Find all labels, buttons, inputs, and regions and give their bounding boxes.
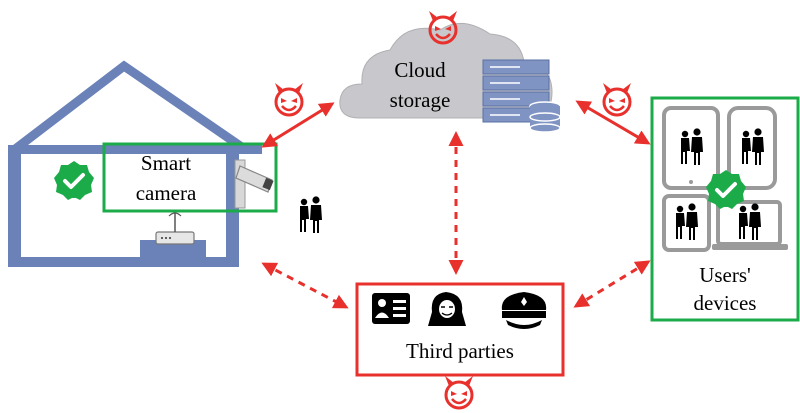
id-card-icon — [372, 293, 410, 324]
camera-thirdparty-arrow — [261, 262, 349, 309]
smart-camera-label-line1: Smart — [141, 151, 191, 175]
cloud-label-line1: Cloud — [394, 58, 446, 82]
devil-face-icon — [443, 374, 475, 410]
devices-label-line1: Users' — [699, 263, 751, 287]
devices-label-line2: devices — [694, 291, 757, 315]
cloud-camera-arrow — [261, 102, 335, 148]
devil-face-icon — [601, 81, 633, 117]
police-cap-icon — [501, 292, 547, 329]
devices-icon — [662, 106, 788, 252]
third-parties-box — [355, 282, 565, 377]
users-devices-box — [650, 96, 800, 322]
devil-face-icon — [273, 81, 305, 117]
cloud-devices-arrow — [575, 100, 651, 145]
checkmark-badge-icon — [52, 159, 96, 202]
security-camera-icon — [234, 159, 274, 209]
router-icon — [155, 212, 195, 245]
server-icon — [482, 59, 561, 133]
hacker-icon — [428, 292, 466, 326]
devices-thirdparty-arrow — [573, 260, 651, 308]
third-parties-label: Third parties — [406, 339, 514, 363]
cloud-label-line2: storage — [390, 88, 451, 112]
smart-camera-box — [102, 142, 278, 213]
people-walking-icon — [300, 196, 322, 233]
smart-camera-label-line2: camera — [136, 181, 197, 205]
house-icon — [8, 60, 262, 267]
